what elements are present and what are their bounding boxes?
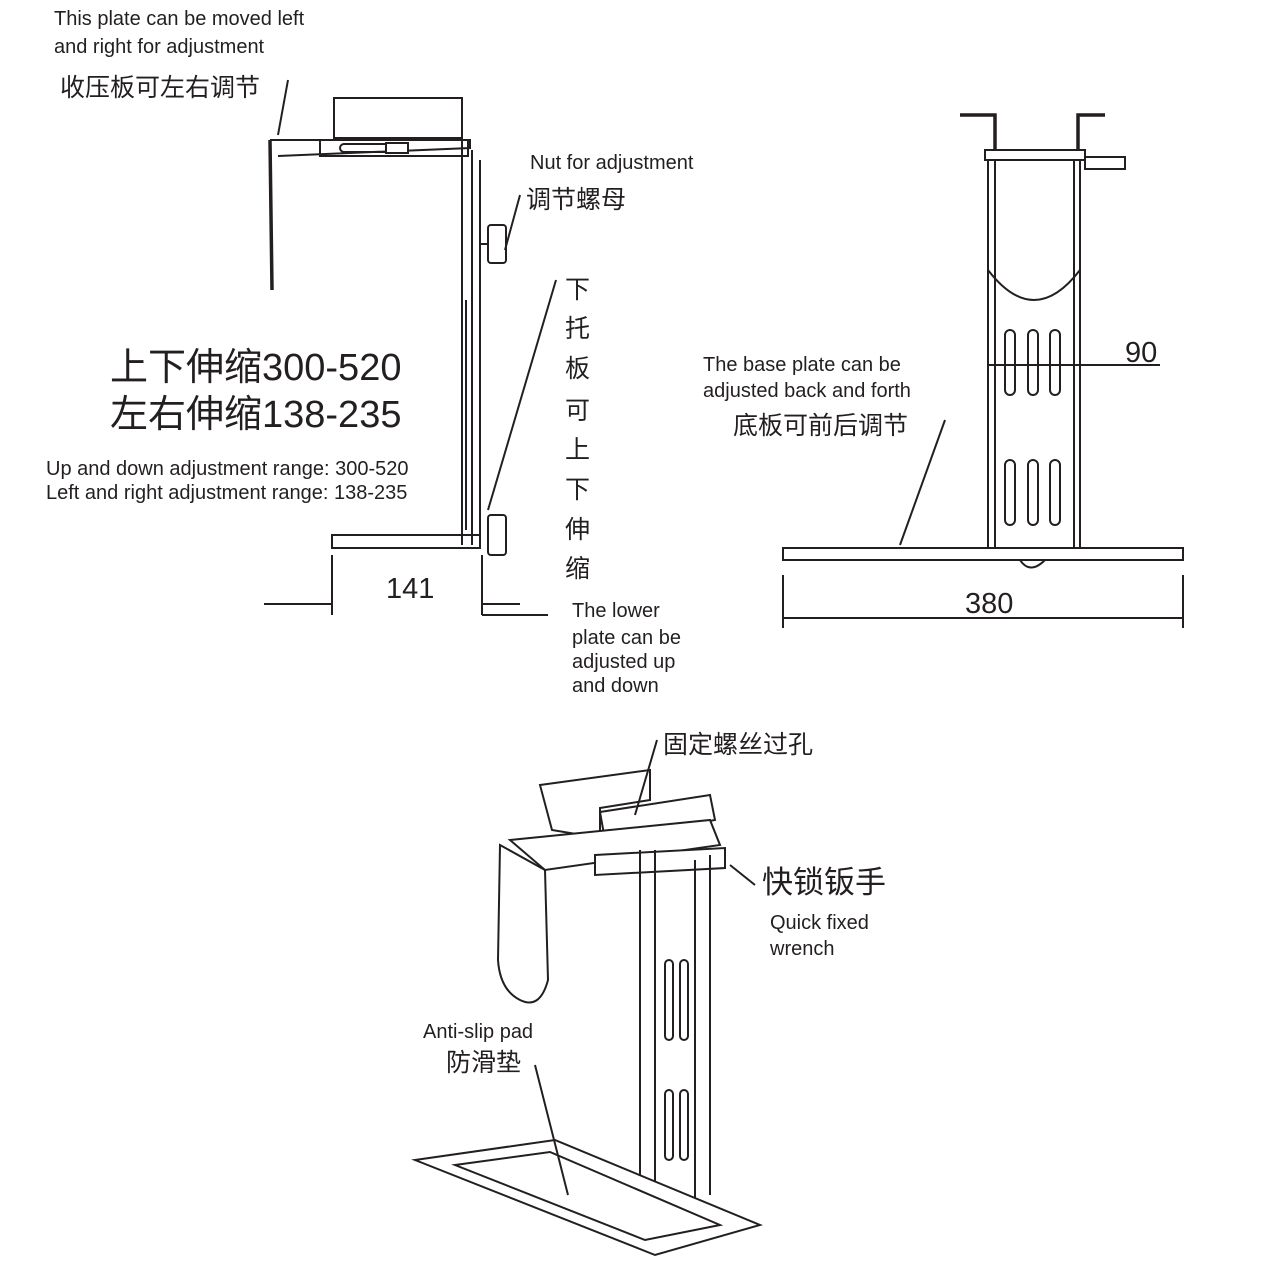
lower-plate-label-en-4: and down	[572, 675, 659, 697]
char: 可	[565, 397, 590, 425]
char: 下	[565, 476, 590, 504]
front-view-drawing	[782, 113, 1184, 628]
iso-view-drawing	[411, 739, 764, 1257]
char: 缩	[565, 555, 590, 583]
top-plate-label-en-2: and right for adjustment	[54, 36, 265, 58]
top-plate-label-zh: 收压板可左右调节	[60, 74, 260, 102]
char: 上	[565, 436, 590, 464]
range-label-en-2: Left and right adjustment range: 138-235	[46, 482, 407, 504]
screw-hole-label-zh: 固定螺丝过孔	[663, 731, 813, 759]
top-plate-label-en-1: This plate can be moved left	[54, 8, 305, 30]
range-label-zh-1: 上下伸缩300-520	[110, 347, 401, 389]
wrench-label-en-1: Quick fixed	[770, 912, 869, 934]
lower-plate-label-en-1: The lower	[572, 600, 660, 622]
range-label-zh-2: 左右伸缩138-235	[110, 394, 401, 436]
lower-plate-label-en-3: adjusted up	[572, 651, 675, 673]
char: 下	[565, 276, 590, 304]
nut-label-zh: 调节螺母	[526, 186, 626, 214]
wrench-label-en-2: wrench	[769, 938, 834, 960]
base-plate-label-en-2: adjusted back and forth	[703, 380, 911, 402]
char: 托	[565, 315, 590, 343]
range-label-en-1: Up and down adjustment range: 300-520	[46, 458, 408, 480]
dimension-141: 141	[386, 573, 434, 605]
side-view-drawing	[264, 79, 557, 616]
char: 板	[565, 355, 590, 383]
dimension-90: 90	[1125, 337, 1157, 369]
lower-plate-label-zh: 下 托 板 可 上 下 伸 缩	[565, 276, 590, 583]
base-plate-label-en-1: The base plate can be	[703, 354, 901, 376]
char: 伸	[565, 516, 590, 544]
pad-label-zh: 防滑垫	[446, 1049, 521, 1077]
base-plate-label-zh: 底板可前后调节	[733, 412, 908, 440]
wrench-label-zh: 快锁钣手	[762, 865, 886, 900]
lower-plate-label-en-2: plate can be	[572, 627, 681, 649]
pad-label-en: Anti-slip pad	[423, 1021, 533, 1043]
nut-label-en: Nut for adjustment	[530, 152, 694, 174]
dimension-380: 380	[965, 588, 1013, 620]
